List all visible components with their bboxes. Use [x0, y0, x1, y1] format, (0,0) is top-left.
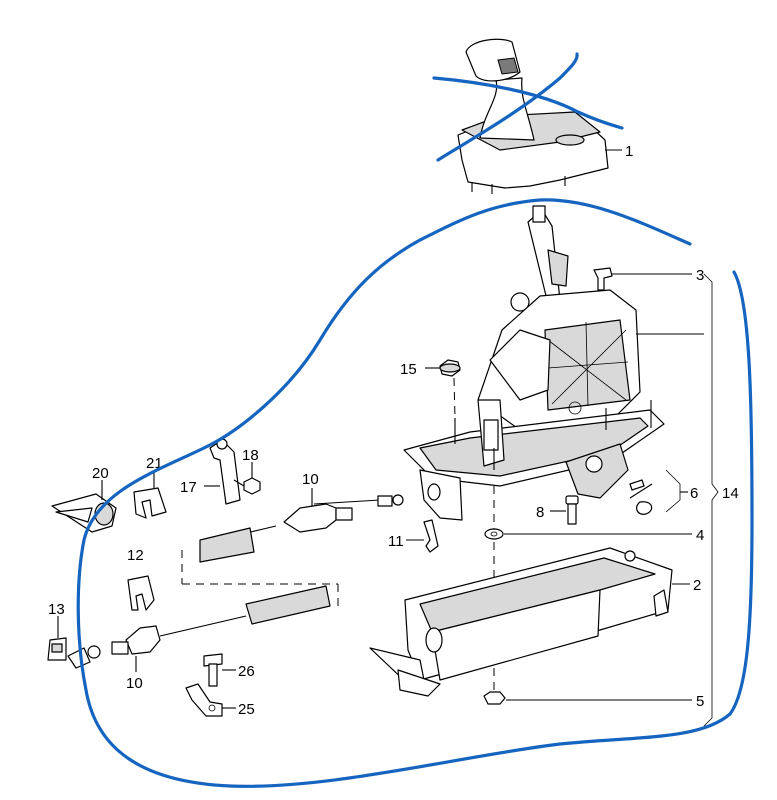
bracket-14 [703, 273, 719, 727]
bracket-clip-part-25 [185, 683, 223, 717]
callout-5: 5 [696, 693, 704, 710]
callout-26: 26 [238, 663, 255, 680]
callout-1: 1 [625, 143, 633, 160]
callout-11: 11 [388, 533, 404, 550]
callout-20: 20 [92, 465, 109, 482]
callout-25: 25 [238, 701, 255, 718]
callout-10b: 10 [126, 675, 143, 692]
callout-2: 2 [693, 577, 701, 594]
encircle-annotation [76, 198, 754, 788]
axis-15 [453, 377, 456, 419]
callout-15: 15 [400, 361, 417, 378]
screw-part-6 [629, 479, 653, 515]
bracket-part-17 [209, 438, 241, 505]
bracket-6 [665, 469, 681, 513]
clip-part-11 [423, 519, 439, 553]
mounting-frame-part-2 [369, 547, 673, 697]
cross-out-annotation [432, 52, 624, 162]
callout-3: 3 [696, 267, 704, 284]
clip-part-3 [593, 267, 613, 291]
selector-cover-part [457, 38, 609, 194]
callout-14: 14 [722, 485, 739, 502]
callout-10a: 10 [302, 471, 319, 488]
callout-6: 6 [690, 485, 698, 502]
callout-13: 13 [48, 601, 65, 618]
nut-part-15 [439, 359, 461, 377]
clip-part-12 [127, 575, 155, 611]
callout-8: 8 [536, 504, 544, 521]
selector-mechanism [403, 205, 665, 521]
washer-part-4 [484, 528, 504, 540]
cable-upper-part-10 [199, 494, 404, 563]
nut-part-5 [483, 691, 506, 705]
retainer-part-20 [51, 493, 117, 533]
pin-part-8 [565, 495, 579, 525]
callout-18: 18 [242, 447, 259, 464]
callout-12: 12 [127, 547, 144, 564]
clip-part-13 [47, 637, 67, 661]
cable-break-box [181, 550, 339, 612]
clip-part-21 [133, 487, 167, 519]
bolt-part-26 [203, 653, 223, 687]
cable-lower-part-10 [67, 585, 331, 669]
callout-17: 17 [180, 479, 197, 496]
callout-4: 4 [696, 527, 704, 544]
